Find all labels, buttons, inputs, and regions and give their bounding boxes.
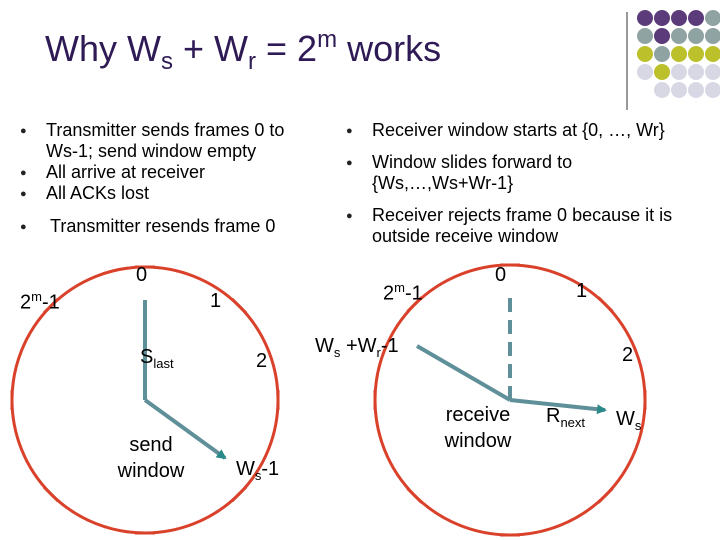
left-bullet-list: Transmitter sends frames 0 to Ws-1; send… xyxy=(20,120,320,238)
decorative-dot xyxy=(671,28,687,44)
ws-plus-wr-minus-1-label: Ws +Wr-1 xyxy=(315,335,399,360)
left-label-0: 0 xyxy=(136,264,148,286)
right-label-2: 2 xyxy=(622,344,634,366)
right-circle-ticks xyxy=(373,263,647,537)
circle-tick xyxy=(230,297,248,315)
decorative-dot xyxy=(705,82,720,98)
decorative-dot xyxy=(654,28,670,44)
decorative-dot xyxy=(705,64,720,80)
left-bullet-3: All ACKs lost xyxy=(20,183,320,205)
divider-line xyxy=(626,12,628,110)
receive-window-end-pointer xyxy=(415,344,512,402)
decorative-dot xyxy=(637,64,653,80)
left-label-2m-1: 2m-1 xyxy=(20,289,60,314)
left-label-2: 2 xyxy=(256,350,268,372)
decorative-dot xyxy=(688,46,704,62)
circle-tick xyxy=(597,487,614,504)
ws-minus-1-label: Ws-1 xyxy=(236,458,280,483)
decorative-dot xyxy=(654,64,670,80)
left-label-1: 1 xyxy=(210,290,222,312)
circle-tick xyxy=(406,487,423,504)
rnext-pointer xyxy=(509,398,607,415)
right-bullet-list: Receiver window starts at {0, …, Wr} Win… xyxy=(346,120,691,247)
decorative-dot xyxy=(637,10,653,26)
decorative-dot xyxy=(654,82,670,98)
right-bullet-1: Receiver window starts at {0, …, Wr} xyxy=(346,120,691,142)
decorative-dot xyxy=(671,10,687,26)
right-label-1: 1 xyxy=(576,280,588,302)
circle-tick xyxy=(42,485,60,503)
left-circle-ticks xyxy=(10,265,280,535)
page-title: Why Ws + Wr = 2m works xyxy=(45,26,442,75)
rnext-label: Rnext xyxy=(546,405,586,430)
send-window-pointer xyxy=(143,398,227,460)
circle-tick xyxy=(406,296,423,313)
circle-tick xyxy=(230,485,248,503)
decorative-dot xyxy=(671,64,687,80)
decorative-dot xyxy=(705,28,720,44)
right-bullet-3: Receiver rejects frame 0 because it is o… xyxy=(346,205,691,247)
circle-tick xyxy=(597,296,614,313)
decorative-dot xyxy=(671,46,687,62)
decorative-dot xyxy=(705,46,720,62)
decorative-dot xyxy=(705,10,720,26)
left-bullet-4: Transmitter resends frame 0 xyxy=(20,216,320,238)
right-label-0: 0 xyxy=(495,264,507,286)
right-bullet-2: Window slides forward to {Ws,…,Ws+Wr-1} xyxy=(346,152,691,194)
decorative-dot xyxy=(637,28,653,44)
decorative-dot xyxy=(654,10,670,26)
decorative-dot xyxy=(671,82,687,98)
decorative-dot xyxy=(688,28,704,44)
slast-label: Slast xyxy=(140,346,174,371)
decorative-dot xyxy=(637,46,653,62)
decorative-dot xyxy=(688,10,704,26)
circle-tick xyxy=(42,297,60,315)
left-bullet-2: All arrive at receiver xyxy=(20,162,320,184)
right-label-2m-1: 2m-1 xyxy=(383,280,423,305)
ws-label: Ws xyxy=(616,408,642,433)
decorative-dot xyxy=(654,46,670,62)
decorative-dot xyxy=(688,64,704,80)
decorative-dot xyxy=(688,82,704,98)
left-bullet-1: Transmitter sends frames 0 to Ws-1; send… xyxy=(20,120,320,162)
